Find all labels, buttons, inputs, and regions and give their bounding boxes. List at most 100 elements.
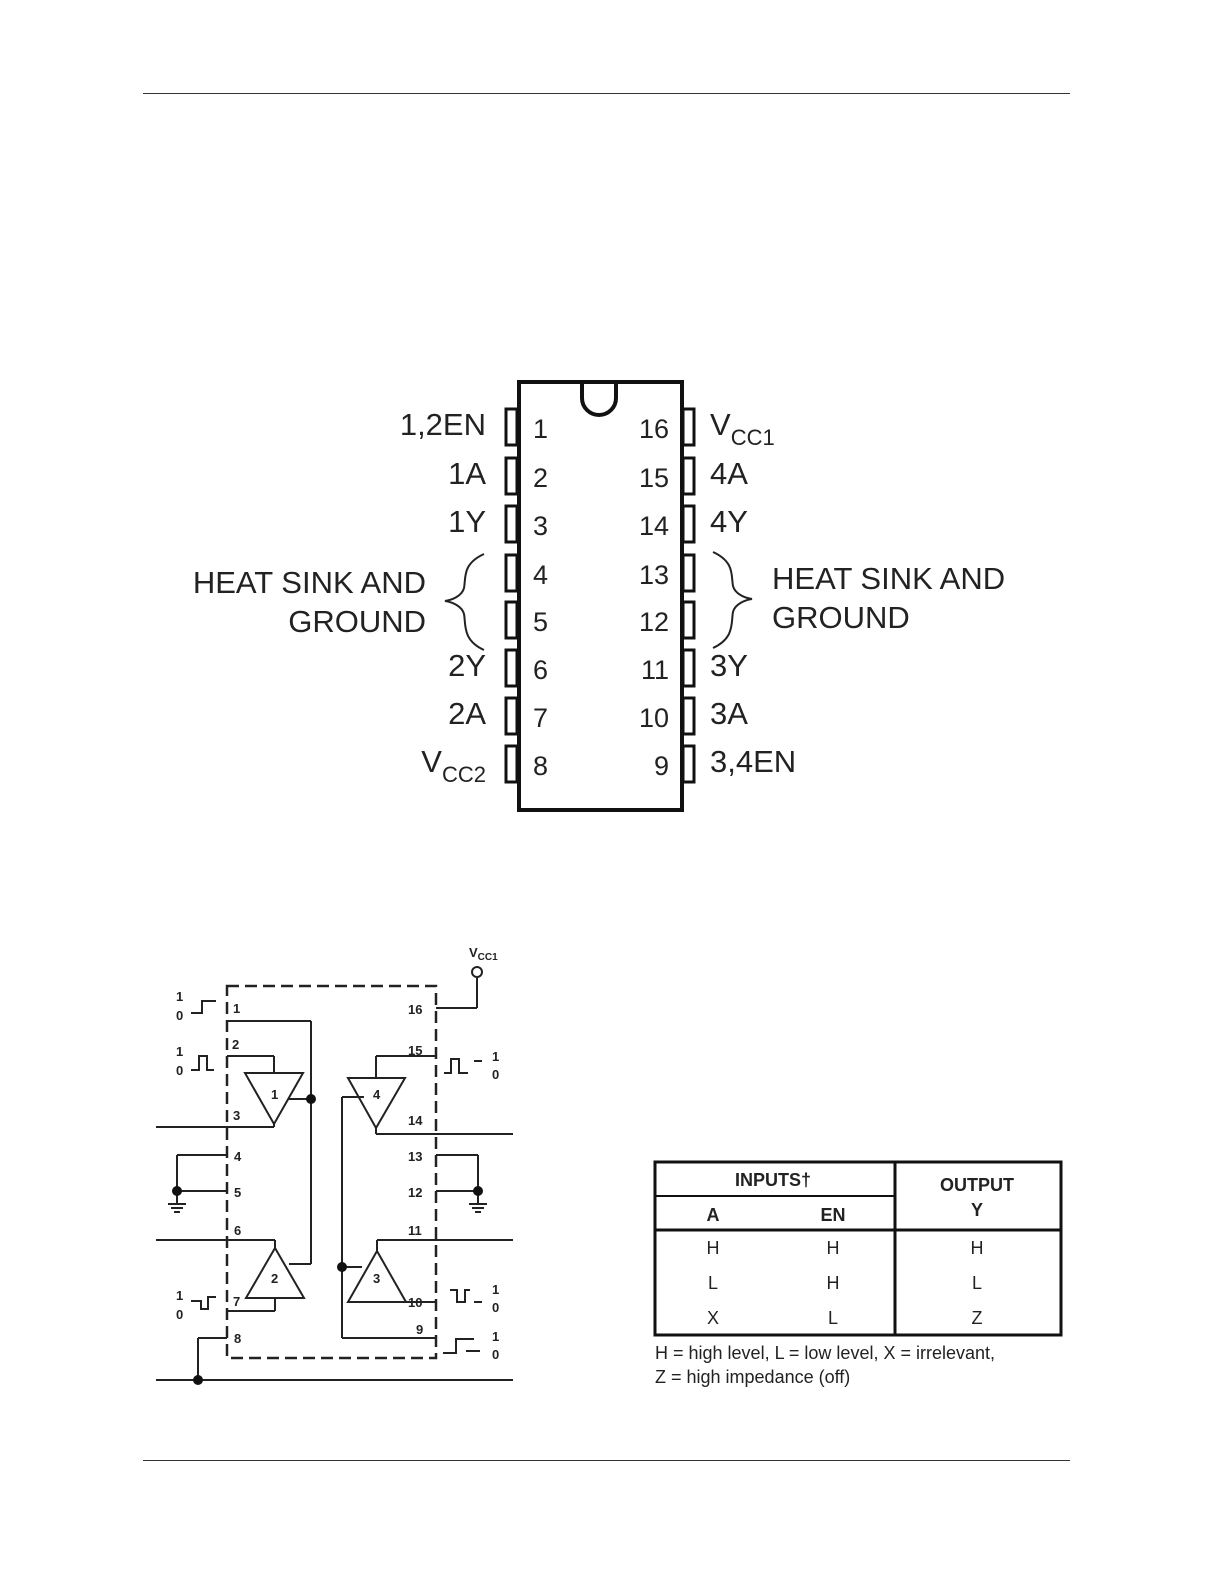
fbd-pin-6: 6 bbox=[234, 1223, 241, 1238]
waveform-pin7 bbox=[191, 1296, 216, 1310]
truth-table-inputs-header: INPUTS† bbox=[735, 1170, 811, 1190]
right-pin-lead-12 bbox=[681, 600, 696, 640]
junction-enable12 bbox=[306, 1094, 316, 1104]
right-pin-number-13: 13 bbox=[639, 560, 669, 590]
buffer-4 bbox=[346, 1077, 407, 1131]
truth-table-r1-en: H bbox=[827, 1238, 840, 1258]
left-pin-number-3: 3 bbox=[533, 511, 548, 541]
wave-pin1-low: 0 bbox=[176, 1008, 183, 1023]
truth-table-note-2: Z = high impedance (off) bbox=[655, 1367, 850, 1387]
truth-table-r2-en: H bbox=[827, 1273, 840, 1293]
junction-vcc2 bbox=[193, 1375, 203, 1385]
truth-table-r2-y: L bbox=[972, 1273, 982, 1293]
truth-table-col-a: A bbox=[707, 1205, 720, 1225]
fbd-pin-9: 9 bbox=[416, 1322, 423, 1337]
left-pin-number-5: 5 bbox=[533, 607, 548, 637]
fbd-pin-5: 5 bbox=[234, 1185, 241, 1200]
wave-pin9-high: 1 bbox=[492, 1329, 499, 1344]
header-rule bbox=[143, 93, 1070, 94]
right-pin-lead-10 bbox=[681, 696, 696, 736]
heat-sink-right-line2: GROUND bbox=[772, 600, 910, 635]
wave-pin10-high: 1 bbox=[492, 1282, 499, 1297]
buffer-3-label: 3 bbox=[373, 1271, 380, 1286]
vcc1-label: VCC1 bbox=[469, 945, 498, 963]
package-outline-dashed bbox=[225, 984, 438, 1360]
right-pin-label-16: VCC1 bbox=[710, 407, 775, 450]
left-pin-lead-6 bbox=[504, 648, 519, 688]
heat-sink-right-line1: HEAT SINK AND bbox=[772, 561, 1005, 596]
wave-pin10-low: 0 bbox=[492, 1300, 499, 1315]
right-pin-lead-9 bbox=[681, 744, 696, 784]
waveform-pin2 bbox=[191, 1055, 214, 1071]
truth-table-r1-a: H bbox=[707, 1238, 720, 1258]
left-pin-label-3: 1Y bbox=[448, 504, 486, 539]
left-pin-label-2: 1A bbox=[448, 456, 486, 491]
wave-pin9-low: 0 bbox=[492, 1347, 499, 1362]
fbd-pin-4: 4 bbox=[234, 1149, 242, 1164]
right-pin-number-14: 14 bbox=[639, 511, 669, 541]
right-pin-lead-11 bbox=[681, 648, 696, 688]
buffer-2-label: 2 bbox=[271, 1271, 278, 1286]
right-pin-label-11: 3Y bbox=[710, 648, 748, 683]
truth-table-r2-a: L bbox=[708, 1273, 718, 1293]
right-pin-lead-15 bbox=[681, 456, 696, 496]
right-pin-number-10: 10 bbox=[639, 703, 669, 733]
buffer-1-label: 1 bbox=[271, 1087, 278, 1102]
right-pin-number-12: 12 bbox=[639, 607, 669, 637]
right-pin-number-9: 9 bbox=[654, 751, 669, 781]
fbd-pin-16: 16 bbox=[408, 1002, 422, 1017]
left-pin-lead-2 bbox=[504, 456, 519, 496]
right-pin-label-9: 3,4EN bbox=[710, 744, 796, 779]
truth-table-r3-a: X bbox=[707, 1308, 719, 1328]
truth-table-output-header: OUTPUT bbox=[940, 1175, 1014, 1195]
heat-sink-left-line2: GROUND bbox=[288, 604, 426, 639]
fbd-pin-2: 2 bbox=[232, 1037, 239, 1052]
wave-pin2-high: 1 bbox=[176, 1044, 183, 1059]
junction-enable34 bbox=[337, 1262, 347, 1272]
fbd-pin-3: 3 bbox=[233, 1108, 240, 1123]
waveform-pin9 bbox=[443, 1338, 474, 1354]
fbd-pin-13: 13 bbox=[408, 1149, 422, 1164]
right-pin-number-15: 15 bbox=[639, 463, 669, 493]
fbd-pin-1: 1 bbox=[233, 1001, 240, 1016]
left-pin-label-1: 1,2EN bbox=[400, 407, 486, 442]
left-pin-lead-7 bbox=[504, 696, 519, 736]
right-pin-lead-16 bbox=[681, 407, 696, 447]
wave-pin7-high: 1 bbox=[176, 1288, 183, 1303]
left-pin-lead-8 bbox=[504, 744, 519, 784]
buffer-3 bbox=[346, 1248, 408, 1303]
left-pin-number-2: 2 bbox=[533, 463, 548, 493]
junction-gnd-right bbox=[473, 1186, 483, 1196]
right-pin-label-14: 4Y bbox=[710, 504, 748, 539]
truth-table-col-en: EN bbox=[820, 1205, 845, 1225]
buffer-4-label: 4 bbox=[373, 1087, 381, 1102]
wave-pin15-high: 1 bbox=[492, 1049, 499, 1064]
fbd-pin-15: 15 bbox=[408, 1043, 422, 1058]
wave-pin1-high: 1 bbox=[176, 989, 183, 1004]
heat-sink-left-line1: HEAT SINK AND bbox=[193, 565, 426, 600]
fbd-pin-8: 8 bbox=[234, 1331, 241, 1346]
truth-table-note-1: H = high level, L = low level, X = irrel… bbox=[655, 1343, 995, 1363]
truth-table-r1-y: H bbox=[971, 1238, 984, 1258]
fbd-pin-12: 12 bbox=[408, 1185, 422, 1200]
fbd-pin-14: 14 bbox=[408, 1113, 423, 1128]
ic-notch bbox=[580, 384, 618, 417]
left-pin-number-6: 6 bbox=[533, 655, 548, 685]
right-brace bbox=[712, 551, 753, 649]
vcc1-terminal bbox=[471, 966, 483, 978]
left-pin-lead-4 bbox=[504, 553, 519, 593]
left-pin-number-4: 4 bbox=[533, 560, 548, 590]
wave-pin2-low: 0 bbox=[176, 1063, 183, 1078]
ic-package-body bbox=[517, 380, 684, 812]
right-pin-label-10: 3A bbox=[710, 696, 748, 731]
truth-table-border bbox=[653, 1160, 1063, 1337]
right-pin-number-16: 16 bbox=[639, 414, 669, 444]
right-pin-label-15: 4A bbox=[710, 456, 748, 491]
right-pin-lead-13 bbox=[681, 553, 696, 593]
right-pin-lead-14 bbox=[681, 504, 696, 544]
